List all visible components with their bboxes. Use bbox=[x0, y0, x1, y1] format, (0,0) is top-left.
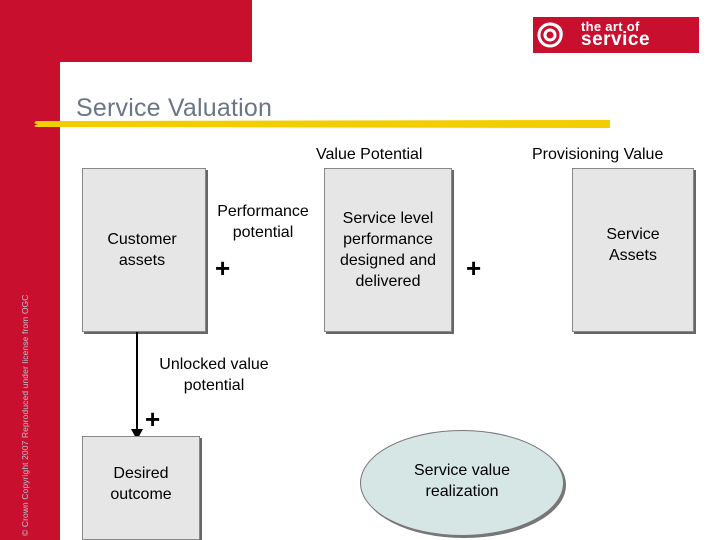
service-level-box bbox=[324, 168, 452, 332]
customer-assets-label: Customer assets bbox=[107, 231, 177, 269]
performance-potential-label: Performance potential bbox=[217, 203, 309, 241]
heading-provisioning-value: Provisioning Value bbox=[532, 146, 664, 163]
logo-swirl-icon bbox=[537, 22, 563, 48]
page-title: Service Valuation bbox=[76, 94, 273, 122]
desired-outcome-label: Desired outcome bbox=[110, 465, 172, 503]
service-assets-box bbox=[572, 168, 694, 332]
service-level-label: Service level performance designed and d… bbox=[339, 210, 437, 290]
plus-sign-1: + bbox=[215, 253, 231, 283]
desired-outcome-box bbox=[82, 436, 200, 540]
plus-sign-3: + bbox=[145, 404, 161, 434]
customer-assets-box bbox=[82, 168, 206, 332]
service-assets-label: Service Assets bbox=[606, 226, 660, 264]
plus-sign-2: + bbox=[466, 253, 482, 283]
logo: the art of service bbox=[533, 17, 699, 53]
top-brand-bar bbox=[0, 0, 252, 62]
logo-text-bottom: service bbox=[581, 29, 651, 50]
service-value-realization-label: Service value realization bbox=[413, 462, 511, 500]
heading-value-potential: Value Potential bbox=[316, 146, 423, 163]
copyright-notice: © Crown Copyright 2007 Reproduced under … bbox=[20, 294, 30, 536]
unlocked-value-label: Unlocked value potential bbox=[159, 356, 269, 394]
flow-arrow bbox=[131, 332, 143, 440]
left-brand-bar bbox=[0, 0, 60, 540]
service-value-realization-ellipse bbox=[360, 430, 564, 536]
logo-text-top: the art of bbox=[581, 19, 640, 34]
title-underline bbox=[34, 120, 610, 128]
